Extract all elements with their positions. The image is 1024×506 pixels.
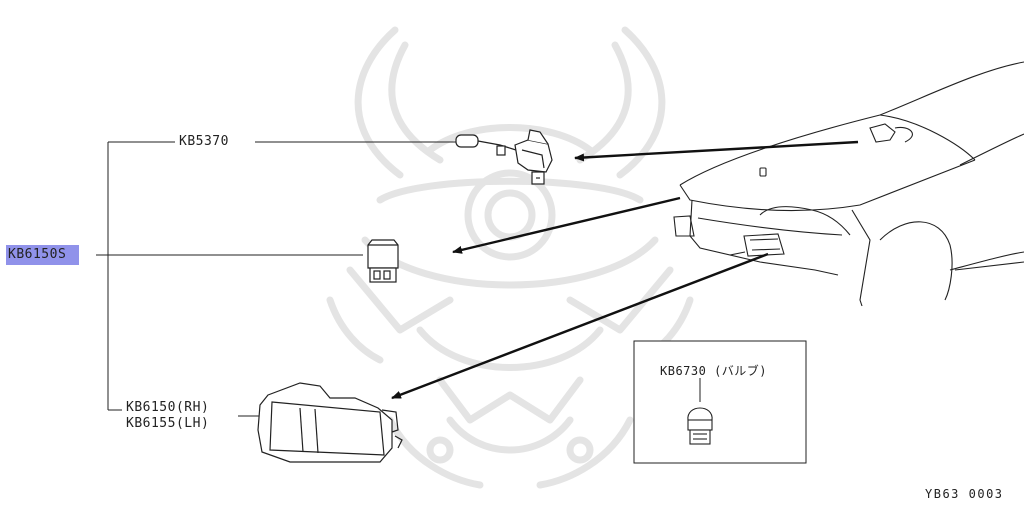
wedge-bulb-icon: [687, 407, 713, 445]
part-number-kb6155-lh[interactable]: KB6155(LH): [126, 416, 210, 431]
location-arrows: [391, 140, 859, 400]
arrow-flasher-location: [452, 196, 681, 254]
leader-lines: [96, 141, 460, 417]
diagram-code: YB63 0003: [925, 487, 1004, 501]
part-number-kb6150-rh[interactable]: KB6150(RH): [126, 400, 210, 415]
samurai-helmet-watermark-icon: [326, 26, 694, 489]
flasher-unit-icon: [367, 239, 399, 283]
part-number-kb5370[interactable]: KB5370: [177, 134, 231, 149]
arrow-relay-location: [574, 140, 859, 162]
part-number-kb6150s-text: KB6150S: [8, 247, 67, 262]
relay-connector-icon: [455, 129, 553, 185]
bulb-inset-box: [633, 340, 807, 464]
arrow-lamp-location: [391, 252, 769, 400]
part-number-kb6730-bulb[interactable]: KB6730 (バルブ): [660, 364, 768, 378]
car-front-icon: [673, 61, 1024, 307]
front-side-marker-lamp-icon: [257, 382, 403, 463]
part-number-kb6150s-highlighted[interactable]: KB6150S: [6, 245, 79, 265]
selection-highlight: [6, 245, 79, 265]
